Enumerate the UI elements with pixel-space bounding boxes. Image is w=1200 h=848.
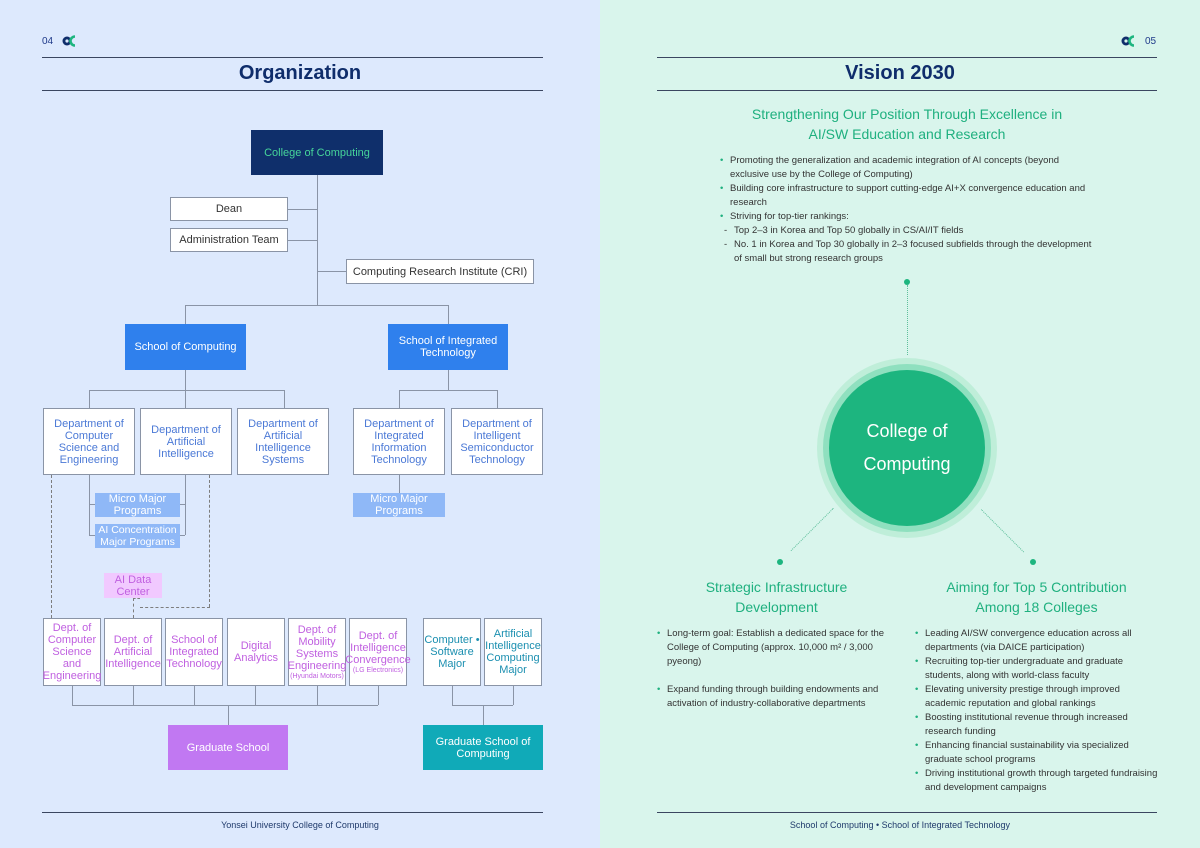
dept-cse-box: Department of Computer Science and Engin… bbox=[43, 408, 135, 475]
page-title: Organization bbox=[238, 62, 362, 84]
dept-ais-box: Department of Artificial Intelligence Sy… bbox=[237, 408, 329, 475]
graduate-school-box: Graduate School bbox=[168, 725, 288, 770]
center-circle: College of Computing bbox=[829, 370, 985, 526]
school-of-integrated-technology-box: School of Integrated Technology bbox=[388, 324, 508, 370]
bullet-item: Expand funding through building endowmen… bbox=[657, 683, 897, 711]
contribution-heading: Aiming for Top 5 Contribution Among 18 C… bbox=[946, 579, 1127, 615]
grad-dept-name: Dept. of Artificial Intelligence bbox=[105, 634, 161, 670]
grad-major-box: Computer • Software Major bbox=[423, 618, 481, 686]
contribution-bullets: Leading AI/SW convergence education acro… bbox=[915, 627, 1160, 795]
grad-dept-note: (LG Electronics) bbox=[352, 666, 404, 674]
vision-page: 05 Vision 2030 Strengthening Our Positio… bbox=[600, 0, 1200, 848]
grad-dept-name: Dept. of Mobility Systems Engineering bbox=[287, 623, 347, 672]
infrastructure-heading: Strategic Infrastructure Development bbox=[705, 579, 848, 615]
logo-icon bbox=[62, 34, 80, 52]
footer: Yonsei University College of Computing bbox=[221, 820, 379, 830]
grad-dept-box: Digital Analytics bbox=[227, 618, 285, 686]
bullet-item: Boosting institutional revenue through i… bbox=[915, 711, 1160, 739]
cri-box: Computing Research Institute (CRI) bbox=[346, 259, 534, 284]
organization-page: 04 Organization College of Computing Dea bbox=[0, 0, 600, 848]
bullet-item: Top 2–3 in Korea and Top 50 globally in … bbox=[720, 224, 1100, 238]
micro-major-box-2: Micro Major Programs bbox=[353, 493, 445, 517]
bullet-item: Elevating university prestige through im… bbox=[915, 683, 1160, 711]
ai-data-center-box: AI Data Center bbox=[104, 573, 162, 598]
grad-dept-note: (Hyundai Motors) bbox=[290, 672, 344, 680]
dept-ai-box: Department of Artificial Intelligence bbox=[140, 408, 232, 475]
bullet-item: Driving institutional growth through tar… bbox=[915, 767, 1160, 795]
bullet-item: No. 1 in Korea and Top 30 globally in 2–… bbox=[720, 238, 1100, 266]
bullet-item: Long-term goal: Establish a dedicated sp… bbox=[657, 627, 897, 669]
connector-dot bbox=[904, 279, 910, 285]
page-title: Vision 2030 bbox=[845, 62, 955, 84]
grad-dept-box: Dept. of Intelligence Convergence(LG Ele… bbox=[345, 618, 411, 686]
dept-iit-box: Department of Integrated Information Tec… bbox=[353, 408, 445, 475]
grad-dept-name: Digital Analytics bbox=[233, 640, 279, 664]
bullet-item: Promoting the generalization and academi… bbox=[720, 154, 1100, 182]
grad-dept-name: School of Integrated Technology bbox=[166, 634, 222, 670]
logo-icon bbox=[1121, 34, 1139, 52]
administration-box: Administration Team bbox=[170, 228, 288, 252]
grad-dept-box: Dept. of Artificial Intelligence bbox=[104, 618, 162, 686]
page-number: 04 bbox=[42, 36, 54, 47]
bullet-item: Striving for top-tier rankings: bbox=[720, 210, 1100, 224]
bullet-item: Recruiting top-tier undergraduate and gr… bbox=[915, 655, 1160, 683]
vision-bullets: Promoting the generalization and academi… bbox=[720, 154, 1100, 266]
footer: School of Computing • School of Integrat… bbox=[789, 820, 1011, 830]
vision-heading: Strengthening Our Position Through Excel… bbox=[751, 106, 1063, 142]
grad-major-box: Artificial Intelligence Computing Major bbox=[484, 618, 542, 686]
grad-dept-name: Dept. of Computer Science and Engineerin… bbox=[42, 622, 102, 682]
grad-dept-box: Dept. of Mobility Systems Engineering(Hy… bbox=[288, 618, 346, 686]
bullet-item: Leading AI/SW convergence education acro… bbox=[915, 627, 1160, 655]
dean-box: Dean bbox=[170, 197, 288, 221]
infrastructure-bullets: Long-term goal: Establish a dedicated sp… bbox=[657, 627, 897, 711]
college-box: College of Computing bbox=[251, 130, 383, 175]
page-number: 05 bbox=[1145, 36, 1157, 47]
grad-dept-box: School of Integrated Technology bbox=[165, 618, 223, 686]
grad-dept-name: Dept. of Intelligence Convergence bbox=[345, 629, 411, 666]
school-of-computing-box: School of Computing bbox=[125, 324, 246, 370]
ai-concentration-box: AI Concentration Major Programs bbox=[95, 524, 180, 548]
micro-major-box: Micro Major Programs bbox=[95, 493, 180, 517]
bullet-item: Enhancing financial sustainability via s… bbox=[915, 739, 1160, 767]
dept-ist-box: Department of Intelligent Semiconductor … bbox=[451, 408, 543, 475]
connector-dot bbox=[1030, 559, 1036, 565]
graduate-school-of-computing-box: Graduate School of Computing bbox=[423, 725, 543, 770]
connector-dot bbox=[777, 559, 783, 565]
grad-dept-box: Dept. of Computer Science and Engineerin… bbox=[43, 618, 101, 686]
bullet-item: Building core infrastructure to support … bbox=[720, 182, 1100, 210]
